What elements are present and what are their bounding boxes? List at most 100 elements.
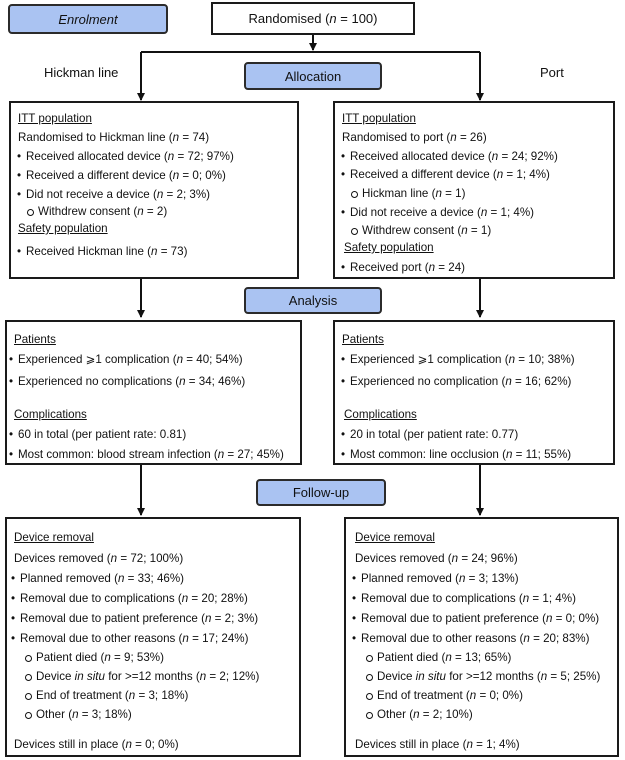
- text-part: n: [72, 708, 79, 721]
- text-part: = 0; 0%): [476, 689, 523, 702]
- text-part: n: [451, 552, 459, 565]
- text-part: ITT population: [18, 112, 92, 125]
- text-part: = 26): [456, 131, 487, 144]
- text-part: = 11; 55%): [512, 448, 572, 461]
- text-part: Experienced ⩾1 complication (: [18, 353, 177, 366]
- text-part: Most common: line occlusion (: [350, 448, 506, 461]
- followup-left-line: Device in situ for >=12 months (n = 2; 1…: [24, 670, 260, 684]
- randomised-text: Randomised (n = 100): [248, 11, 377, 26]
- followup-left-line: Removal due to other reasons (n = 17; 24…: [11, 632, 249, 646]
- text-part: Other (: [377, 708, 414, 721]
- text-part: n: [435, 187, 442, 200]
- text-part: n: [491, 150, 499, 163]
- text-part: n: [545, 612, 553, 625]
- text-part: = 40; 54%): [183, 353, 243, 366]
- text-part: Device: [377, 670, 416, 683]
- stage-enrolment: Enrolment: [8, 4, 168, 34]
- text-part: = 3; 13%): [465, 572, 519, 585]
- text-part: ITT population: [342, 112, 416, 125]
- text-part: Patients: [14, 333, 56, 346]
- text-part: n: [172, 131, 180, 144]
- randomised-box: Randomised (n = 100): [211, 2, 415, 35]
- text-part: n: [505, 448, 513, 461]
- text-part: Complications: [14, 408, 87, 421]
- text-part: n: [428, 261, 436, 274]
- text-part: 20 in total (per patient rate: 0.77): [350, 428, 519, 441]
- followup-right-line: Patient died (n = 13; 65%): [365, 651, 511, 665]
- followup-right-line: Devices still in place (n = 1; 4%): [355, 738, 520, 752]
- text-part: = 24): [435, 261, 466, 274]
- text-part: Devices still in place (: [14, 738, 126, 751]
- text-part: Removal due to patient preference (: [361, 612, 546, 625]
- text-part: Planned removed (: [361, 572, 459, 585]
- text-part: End of treatment (: [36, 689, 129, 702]
- text-part: Safety population: [18, 222, 108, 235]
- text-part: Withdrew consent (: [362, 224, 462, 237]
- text-part: n: [450, 131, 457, 144]
- text-part: Removal due to complications (: [361, 592, 523, 605]
- text-part: Hickman line (: [362, 187, 436, 200]
- analysis-right-line: Complications: [344, 408, 417, 422]
- text-part: n: [156, 188, 164, 201]
- text-part: n: [181, 592, 189, 605]
- text-part: Received allocated device (: [350, 150, 492, 163]
- text-part: = 72; 97%): [174, 150, 234, 163]
- followup-right-line: Removal due to complications (n = 1; 4%): [352, 592, 576, 606]
- text-part: n: [458, 572, 466, 585]
- text-part: for >=12 months (: [104, 670, 200, 683]
- text-part: n: [182, 632, 189, 645]
- allocation-right-line: Did not receive a device (n = 1; 4%): [341, 206, 534, 220]
- allocation-left-line: Received a different device (n = 0; 0%): [17, 169, 226, 183]
- text-part: n: [505, 375, 512, 388]
- followup-right-line: Planned removed (n = 3; 13%): [352, 572, 519, 586]
- allocation-right-line: Received port (n = 24): [341, 261, 466, 275]
- text-part: = 1): [467, 224, 492, 237]
- analysis-left-line: 60 in total (per patient rate: 0.81): [9, 428, 187, 442]
- followup-right-line: Removal due to other reasons (n = 20; 83…: [352, 632, 590, 646]
- text-part: = 3; 18%): [135, 689, 189, 702]
- text-part: = 1; 4%): [529, 592, 576, 605]
- text-part: Device: [36, 670, 75, 683]
- text-part: Received a different device (: [26, 169, 173, 182]
- randomised-text-part: = 100): [336, 11, 378, 26]
- allocation-right-line: Received a different device (n = 1; 4%): [341, 168, 550, 182]
- stage-analysis-label: Analysis: [288, 293, 338, 308]
- text-part: End of treatment (: [377, 689, 470, 702]
- text-part: 60 in total (per patient rate: 0.81): [18, 428, 187, 441]
- text-part: = 9; 53%): [110, 651, 164, 664]
- text-part: Patients: [342, 333, 384, 346]
- allocation-right-line: Safety population: [344, 241, 434, 255]
- text-part: Devices removed (: [355, 552, 452, 565]
- analysis-right-line: Experienced no complication (n = 16; 62%…: [341, 375, 571, 389]
- text-part: n: [540, 670, 548, 683]
- text-part: = 0; 0%): [131, 738, 179, 751]
- text-part: = 24; 92%): [498, 150, 558, 163]
- text-part: Most common: blood stream infection (: [18, 448, 218, 461]
- text-part: = 1): [441, 187, 466, 200]
- text-part: Experienced no complication (: [350, 375, 506, 388]
- allocation-right-line: Withdrew consent (n = 1): [350, 224, 492, 238]
- text-part: = 2; 3%): [163, 188, 211, 201]
- text-part: n: [522, 592, 530, 605]
- text-part: = 74): [179, 131, 210, 144]
- text-part: Removal due to other reasons (: [361, 632, 524, 645]
- text-part: in situ: [415, 670, 446, 683]
- text-part: = 1; 4%): [503, 168, 550, 181]
- text-part: n: [151, 245, 158, 258]
- text-part: = 2; 10%): [419, 708, 473, 721]
- text-part: Did not receive a device (: [350, 206, 481, 219]
- followup-right-line: Device removal: [355, 531, 435, 545]
- allocation-box-right: [333, 101, 615, 279]
- allocation-left-line: ITT population: [18, 112, 92, 126]
- text-part: = 2; 12%): [206, 670, 260, 683]
- text-part: Received a different device (: [350, 168, 497, 181]
- text-part: n: [125, 738, 132, 751]
- text-part: Other (: [36, 708, 73, 721]
- text-part: Removal due to other reasons (: [20, 632, 183, 645]
- text-part: = 33; 46%): [124, 572, 185, 585]
- analysis-left-line: Most common: blood stream infection (n =…: [9, 448, 284, 462]
- text-part: n: [199, 670, 207, 683]
- arm-label-right: Port: [540, 65, 564, 80]
- followup-right-line: Devices removed (n = 24; 96%): [355, 552, 518, 566]
- text-part: Experienced no complications (: [18, 375, 180, 388]
